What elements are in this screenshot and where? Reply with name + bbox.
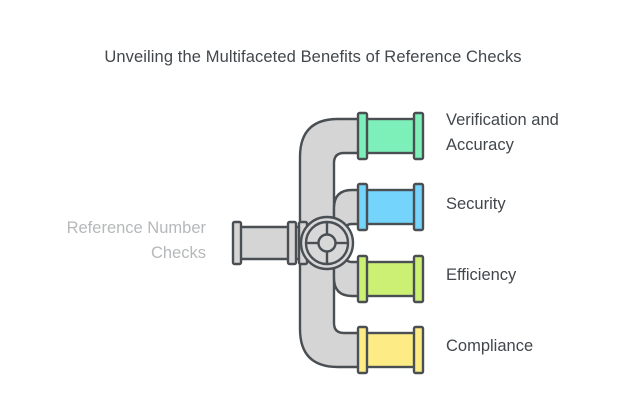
branch-label-efficiency: Efficiency: [446, 266, 517, 284]
branch-pipe-efficiency: [356, 254, 425, 304]
branch-label-compliance: Compliance: [446, 337, 534, 355]
source-node-label: Reference Number Checks: [66, 219, 206, 262]
page-title: Unveiling the Multifaceted Benefits of R…: [104, 48, 522, 66]
branch-pipe-compliance: [356, 325, 425, 375]
valve-wheel-hub: [299, 215, 355, 271]
branch-label-security: Security: [446, 195, 506, 213]
branch-pipe-verification-and-accuracy: [356, 111, 425, 161]
branch-pipe-security: [356, 182, 425, 232]
branch-label-verification-and-accuracy: Verification and Accuracy: [446, 111, 559, 154]
